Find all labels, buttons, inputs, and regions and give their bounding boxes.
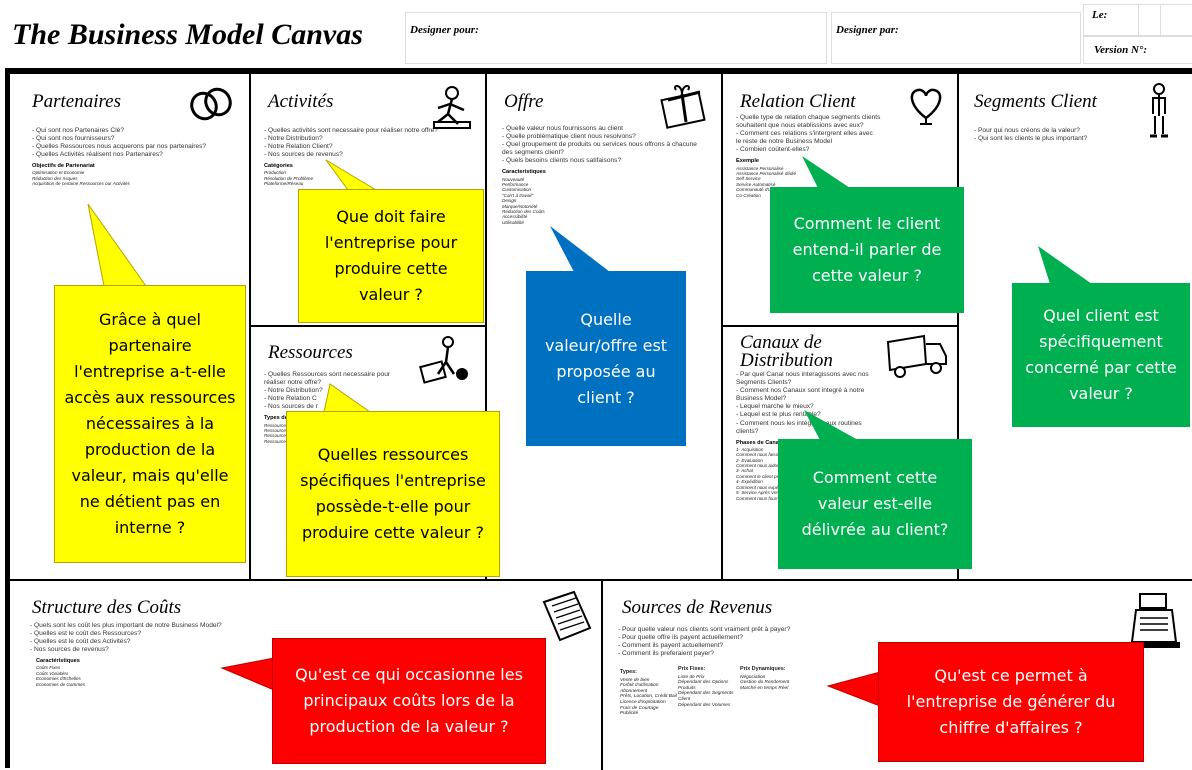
- machine-operator-icon: [419, 336, 468, 384]
- designer-par-field[interactable]: Designer par:: [831, 12, 1081, 64]
- delivery-truck-icon: [886, 334, 947, 378]
- block-title: Offre: [504, 91, 544, 112]
- revenue-types-column: Types: Vente de bien Forfait d'utilisati…: [620, 669, 678, 717]
- block-questions: - Par quel Canal nous interagissons avec…: [736, 371, 871, 501]
- sub-heading: Caractéristiques: [36, 658, 80, 665]
- sub-heading: Exemple: [736, 158, 760, 165]
- sub-heading: Catégories: [264, 163, 293, 170]
- questions-text: - Quelles Ressources sont necessaire pou…: [264, 371, 391, 411]
- callout-tail-canaux: [804, 410, 858, 440]
- divider: [485, 74, 487, 580]
- divider: [249, 74, 251, 580]
- sub-heading: Phases de Canal: [736, 439, 781, 446]
- block-title: Sources de Revenus: [622, 597, 773, 618]
- block-title: Ressources: [268, 342, 353, 363]
- divider: [250, 325, 486, 327]
- fixed-prices-column: Prix Fixes: Liste de Prix Dépendant des …: [678, 666, 740, 708]
- block-questions: - Quelle type de relation chaque segment…: [736, 114, 918, 198]
- column-title: Prix Fixes:: [678, 666, 706, 672]
- callout-tail-activites: [325, 159, 378, 191]
- callout-canaux: Comment cette valeur est-elle délivrée a…: [778, 439, 972, 569]
- designer-par-label: Designer par:: [836, 24, 899, 36]
- questions-text: - Pour qui nous créons de la valeur? - Q…: [974, 127, 1088, 143]
- callout-relation-client: Comment le client entend-il parler de ce…: [770, 187, 964, 313]
- block-questions: - Pour quelle valeur nos clients sont vr…: [618, 626, 878, 658]
- callout-structure-couts: Qu'est ce qui occasionne les principaux …: [272, 638, 546, 764]
- designer-pour-field[interactable]: Designer pour:: [405, 12, 827, 64]
- items-list: Optimisation et Economie Réduction des r…: [32, 170, 130, 187]
- callout-tail-offre: [550, 226, 610, 272]
- block-title: Segments Client: [974, 91, 1097, 112]
- block-questions: - Quelles activités sont necessaire pour…: [264, 127, 479, 187]
- block-title: Partenaires: [32, 91, 122, 112]
- questions-text: - Quels sont les coût les plus important…: [30, 622, 222, 654]
- date-field[interactable]: Le:: [1083, 4, 1192, 36]
- divider: [722, 325, 958, 327]
- questions-text: - Quelle type de relation chaque segment…: [736, 114, 881, 154]
- block-questions: - Qui sont nos Partenaires Clé? - Qui so…: [32, 127, 242, 187]
- chain-link-icon: [190, 87, 232, 121]
- callout-activites: Que doit faire l'entreprise pour produir…: [298, 189, 484, 323]
- divider: [5, 579, 1192, 581]
- gift-box-icon: [660, 84, 706, 129]
- column-title: Prix Dynamiques:: [740, 666, 786, 672]
- callout-tail-relation: [802, 156, 850, 188]
- items-list: Coûts Fixes Coûts Variables Economies d'…: [36, 665, 86, 687]
- sub-heading: Objectifs de Partenariat: [32, 163, 95, 170]
- callout-partenaires: Grâce à quel partenaire l'entreprise a-t…: [54, 285, 246, 563]
- column-items: Négociation Gestion du Rendement Marché …: [740, 674, 790, 691]
- callout-tail-revenus: [826, 671, 881, 707]
- callout-ressources: Quelles ressources spécifiques l'entrepr…: [286, 411, 500, 577]
- block-questions: - Quels sont les coût les plus important…: [30, 622, 270, 687]
- questions-text: - Pour quelle valeur nos clients sont vr…: [618, 626, 791, 658]
- version-field[interactable]: Version N°:: [1083, 36, 1192, 64]
- callout-offre: Quelle valeur/offre est proposée au clie…: [526, 271, 686, 446]
- callout-tail-couts: [220, 657, 275, 691]
- canvas-frame: [5, 68, 1192, 768]
- column-items: Liste de Prix Dépendant des Options Prod…: [678, 674, 734, 708]
- block-title: Activités: [268, 91, 334, 112]
- price-tag-icon: [542, 590, 592, 642]
- dynamic-prices-column: Prix Dynamiques: Négociation Gestion du …: [740, 666, 810, 691]
- column-items: Vente de bien Forfait d'utilisation Abon…: [620, 677, 677, 717]
- questions-text: - Quelle valeur nous fournissons au clie…: [502, 125, 697, 165]
- callout-tail-partenaires: [87, 203, 147, 287]
- divider: [721, 74, 723, 580]
- heart-icon: [910, 88, 942, 125]
- items-list: Nouveauté Performance Customisation "Can…: [502, 176, 545, 225]
- callout-sources-revenus: Qu'est ce permet à l'entreprise de génér…: [878, 642, 1144, 762]
- block-title: Relation Client: [740, 91, 856, 112]
- designer-pour-label: Designer pour:: [410, 24, 479, 36]
- cash-register-icon: [1130, 593, 1180, 648]
- block-questions: - Quelle valeur nous fournissons au clie…: [502, 125, 720, 225]
- questions-text: - Quelles activités sont necessaire pour…: [264, 127, 438, 159]
- standing-person-icon: [1150, 83, 1168, 138]
- divider: [601, 580, 603, 770]
- block-questions: - Pour qui nous créons de la valeur? - Q…: [974, 127, 1134, 143]
- divider: [957, 74, 959, 580]
- block-title: Structure des Coûts: [32, 597, 182, 618]
- sub-heading: Caracteristiques: [502, 169, 546, 176]
- callout-tail-segments: [1038, 246, 1092, 284]
- items-list: Production Résolution de Problème Platef…: [264, 170, 314, 187]
- column-title: Types:: [620, 669, 637, 675]
- block-title-line1: Canaux de: [740, 332, 822, 353]
- worker-icon: [433, 86, 471, 129]
- canvas-title: The Business Model Canvas: [12, 18, 363, 51]
- date-label: Le:: [1092, 9, 1108, 21]
- callout-tail-ressources: [323, 383, 372, 413]
- callout-segments-client: Quel client est spécifiquement concerné …: [1012, 283, 1190, 427]
- questions-text: - Qui sont nos Partenaires Clé? - Qui so…: [32, 127, 207, 159]
- block-title-line2: Distribution: [740, 350, 833, 371]
- version-label: Version N°:: [1094, 44, 1147, 56]
